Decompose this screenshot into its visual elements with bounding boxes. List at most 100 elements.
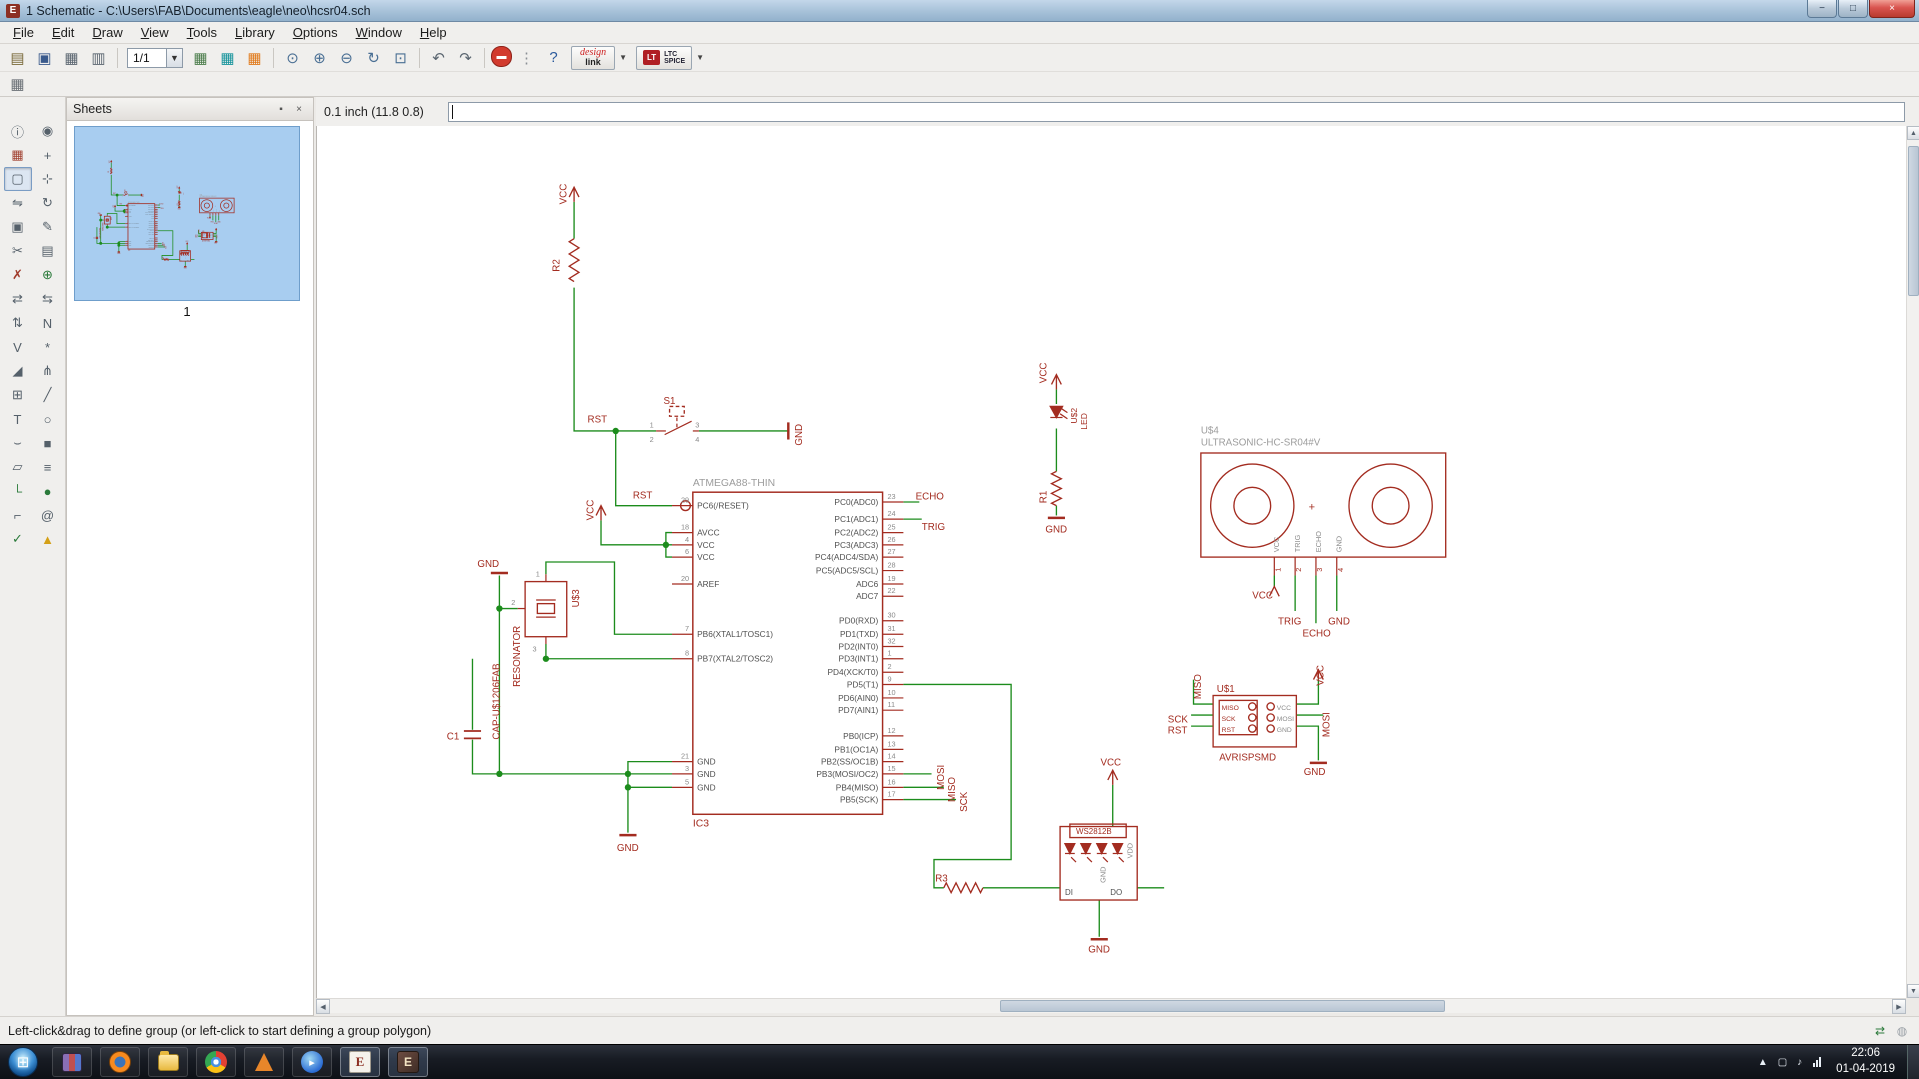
net-wire[interactable] — [615, 430, 673, 507]
net-junction[interactable] — [624, 784, 632, 791]
sch-label[interactable]: 20 — [681, 574, 689, 583]
sch-label[interactable]: 29 — [681, 496, 689, 505]
net-junction[interactable] — [115, 193, 119, 197]
sch-label[interactable]: 12 — [155, 237, 157, 239]
part-circle[interactable] — [1348, 463, 1433, 548]
part-outline[interactable] — [200, 231, 214, 240]
sch-label[interactable]: AVCC — [697, 528, 719, 538]
sch-label[interactable]: CAP-U$1206FAB — [99, 228, 102, 239]
net-wire[interactable] — [1296, 725, 1320, 761]
part-shape[interactable] — [1107, 768, 1119, 785]
tool-rotate[interactable]: ↻ — [42, 195, 53, 210]
net-junction[interactable] — [117, 243, 121, 247]
tray-volume-icon[interactable]: ♪ — [1797, 1056, 1803, 1068]
sch-label[interactable]: PD3(INT1) — [149, 227, 155, 229]
sch-label[interactable]: 4 — [685, 535, 689, 544]
zoom-in-icon[interactable]: ⊕ — [313, 49, 326, 67]
sch-label[interactable]: MISO — [164, 244, 166, 248]
tray-action-center-icon[interactable]: ▢ — [1777, 1056, 1788, 1068]
sch-label[interactable]: 23 — [155, 204, 157, 206]
zoom-select-icon[interactable]: ⊡ — [394, 49, 407, 67]
sch-label[interactable]: 28 — [155, 213, 157, 215]
net-wire[interactable] — [114, 207, 126, 212]
sch-label[interactable]: 8 — [685, 649, 689, 658]
tool-text[interactable]: T — [13, 411, 22, 427]
sch-label[interactable]: ECHO — [214, 223, 218, 225]
tool-mirror[interactable]: ⇋ — [12, 195, 23, 210]
part-circle[interactable] — [1247, 702, 1257, 711]
sch-label[interactable]: 31 — [887, 624, 895, 633]
sch-label[interactable]: 26 — [887, 535, 895, 544]
sch-label[interactable]: 3 — [1315, 568, 1324, 572]
part-circle[interactable] — [1266, 724, 1275, 733]
part-circle[interactable] — [1266, 702, 1275, 711]
part-circle[interactable] — [205, 232, 208, 235]
tool-value[interactable]: V — [13, 339, 22, 355]
part-shape[interactable] — [179, 192, 181, 194]
design-link-button[interactable]: design link — [571, 45, 616, 70]
sch-label[interactable]: 15 — [155, 242, 157, 244]
net-wire[interactable] — [110, 174, 123, 196]
sch-label[interactable]: GND — [1277, 727, 1292, 734]
tool-rect[interactable]: ■ — [43, 435, 52, 451]
sch-label[interactable]: AREF — [697, 579, 719, 589]
layers-icon[interactable]: ▦ — [193, 49, 208, 67]
sch-label[interactable]: GND — [129, 241, 132, 243]
command-input[interactable] — [448, 101, 1905, 122]
scroll-left-icon[interactable]: ◀ — [316, 999, 330, 1014]
sch-label[interactable]: PB5(SCK) — [840, 795, 879, 805]
tool-smash[interactable]: * — [44, 339, 51, 355]
taskbar-vlc-icon[interactable] — [244, 1047, 284, 1077]
part-outline[interactable] — [1059, 825, 1138, 901]
sch-label[interactable]: 10 — [887, 688, 895, 697]
sch-label[interactable]: TRIG — [160, 208, 163, 210]
net-junction[interactable] — [99, 241, 103, 245]
sch-label[interactable]: 32 — [887, 636, 895, 645]
sch-label[interactable]: RST — [1222, 727, 1235, 734]
sch-label[interactable]: RST — [203, 236, 205, 238]
sch-label[interactable]: PB2(SS/OC1B) — [821, 757, 879, 767]
tool-errors[interactable]: ▲ — [41, 531, 54, 547]
sch-label[interactable]: VCC — [216, 228, 218, 231]
sch-label[interactable]: IC3 — [693, 819, 709, 830]
part-circle[interactable] — [205, 236, 208, 238]
sch-label[interactable]: PB1(OC1A) — [834, 744, 878, 754]
sch-label[interactable]: VCC — [113, 205, 115, 208]
sch-label[interactable]: PC4(ADC4/SDA) — [815, 552, 878, 562]
sch-label[interactable]: VDD — [189, 253, 191, 255]
sch-label[interactable]: 1 — [650, 420, 654, 429]
menu-options[interactable]: Options — [292, 25, 338, 40]
part-shape[interactable] — [178, 186, 181, 190]
sch-label[interactable]: 24 — [155, 206, 157, 208]
sch-label[interactable]: AVCC — [129, 208, 132, 211]
sch-label[interactable]: VDD — [1125, 843, 1134, 858]
sch-label[interactable]: R2 — [108, 171, 110, 173]
net-junction[interactable] — [122, 209, 126, 213]
sch-label[interactable]: MOSI — [210, 235, 213, 237]
sch-label[interactable]: TRIG — [1293, 534, 1302, 552]
sch-label[interactable]: SCK — [203, 235, 205, 237]
taskbar-winrar-icon[interactable] — [52, 1047, 92, 1077]
sch-label[interactable]: VCC — [210, 233, 212, 235]
sch-label[interactable]: 4 — [128, 196, 129, 198]
part-shape[interactable] — [1102, 856, 1109, 863]
sch-label[interactable]: GND — [184, 268, 187, 270]
sch-label[interactable]: R1 — [1039, 491, 1050, 504]
sch-label[interactable]: U$3 — [111, 217, 113, 220]
sch-label[interactable]: PB0(ICP) — [843, 731, 878, 741]
part-shape[interactable] — [186, 241, 189, 245]
taskbar-clock[interactable]: 22:06 01-04-2019 — [1836, 1046, 1895, 1077]
minimize-button[interactable]: − — [1807, 0, 1837, 18]
sch-label[interactable]: GND — [214, 243, 217, 245]
tool-gateswap[interactable]: ⇅ — [12, 315, 23, 330]
part-outline[interactable] — [199, 197, 235, 214]
sch-label[interactable]: 18 — [681, 523, 689, 532]
sch-label[interactable]: GND — [697, 782, 715, 792]
sch-label[interactable]: 17 — [155, 246, 157, 248]
sch-label[interactable]: 25 — [887, 523, 895, 532]
ltspice-dropdown-icon[interactable]: ▼ — [696, 53, 705, 62]
tool-invoke[interactable]: ⊞ — [12, 387, 23, 402]
part-outline[interactable] — [1069, 823, 1127, 839]
title-bar[interactable]: E 1 Schematic - C:\Users\FAB\Documents\e… — [0, 0, 1919, 22]
